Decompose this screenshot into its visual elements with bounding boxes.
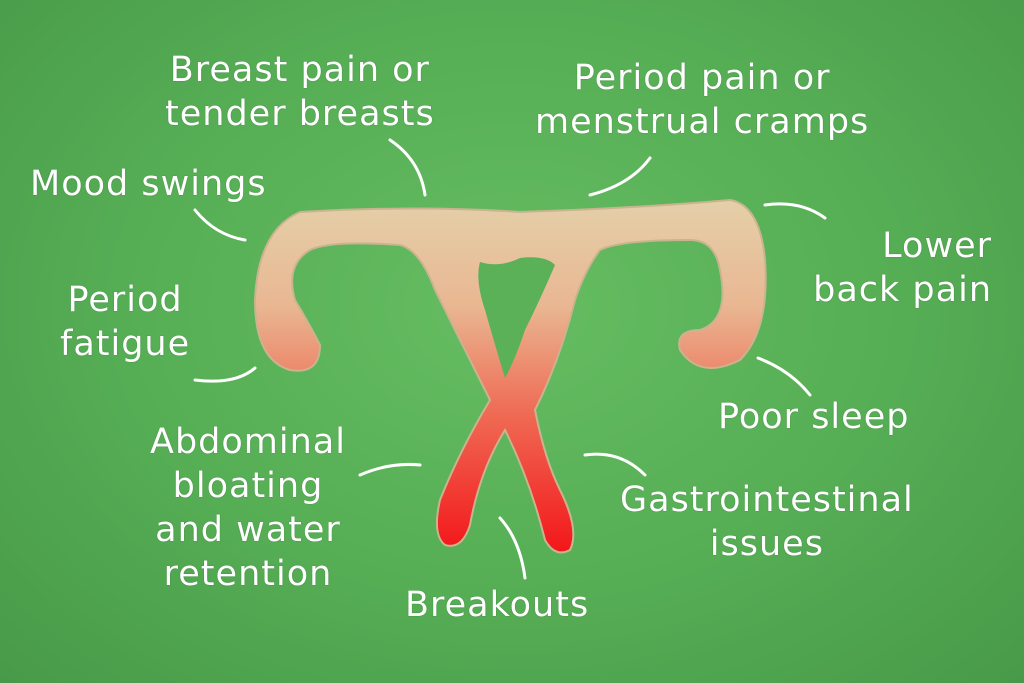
label-line: fatigue: [60, 324, 191, 364]
label-poor-sleep: Poor sleep: [718, 395, 909, 439]
label-period-fatigue: Period fatigue: [60, 278, 190, 366]
label-line: Lower: [882, 226, 992, 266]
label-line: back pain: [813, 270, 992, 310]
label-period-pain: Period pain or menstrual cramps: [535, 56, 869, 144]
label-line: issues: [709, 524, 824, 564]
label-line: Gastrointestinal: [620, 480, 914, 520]
label-abdominal-bloating: Abdominal bloating and water retention: [150, 420, 346, 596]
label-line: and water: [155, 510, 341, 550]
label-line: Period: [67, 280, 183, 320]
label-breakouts: Breakouts: [405, 583, 589, 627]
label-line: Abdominal: [150, 422, 346, 462]
label-line: Mood swings: [30, 164, 267, 204]
label-line: Breast pain or: [169, 50, 430, 90]
pointer-lines: [193, 138, 827, 580]
label-line: menstrual cramps: [535, 102, 870, 142]
uterus-cavity: [478, 257, 555, 378]
label-line: Poor sleep: [718, 397, 910, 437]
label-line: Period pain or: [573, 58, 831, 98]
label-line: retention: [163, 554, 333, 594]
label-lower-back-pain: Lower back pain: [813, 224, 992, 312]
label-line: Breakouts: [405, 585, 590, 625]
label-line: tender breasts: [165, 94, 435, 134]
label-breast-pain: Breast pain or tender breasts: [165, 48, 435, 136]
label-mood-swings: Mood swings: [30, 162, 267, 206]
uterus-shape: [253, 198, 767, 554]
label-gastrointestinal: Gastrointestinal issues: [620, 478, 914, 566]
label-line: bloating: [172, 466, 324, 506]
